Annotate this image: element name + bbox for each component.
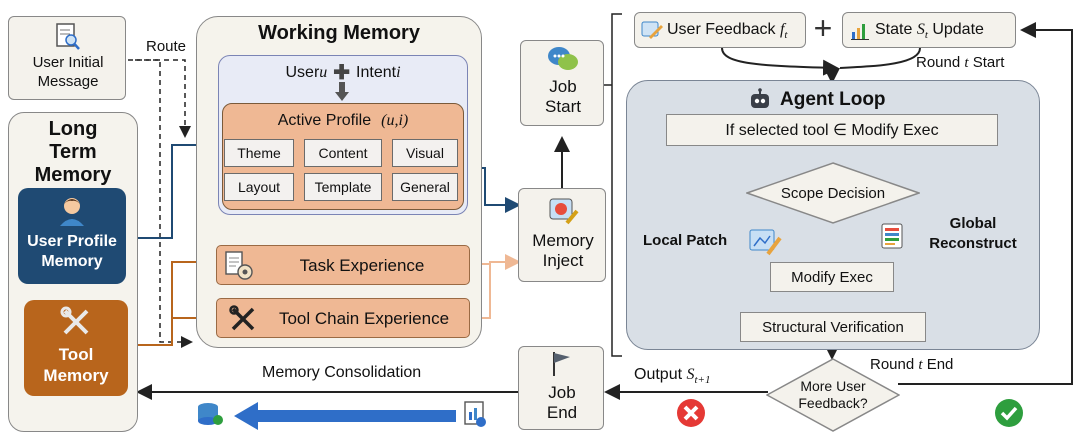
user-initial-message-line1: User Initial bbox=[32, 54, 104, 71]
memory-inject-line2: Inject bbox=[542, 251, 584, 270]
round-start-label: Round t Start bbox=[916, 54, 1005, 71]
tool-chain-experience-label: Tool Chain Experience bbox=[278, 309, 450, 328]
round-end-label: Round t End bbox=[870, 356, 954, 373]
tool-memory-line2: Memory bbox=[43, 366, 109, 385]
user-initial-message-line2: Message bbox=[37, 73, 99, 90]
local-patch-icon bbox=[748, 226, 782, 261]
global-reconstruct-line1: Global bbox=[949, 215, 997, 232]
bar-chart-icon bbox=[851, 22, 869, 45]
long-term-memory-line2: Term bbox=[49, 141, 97, 163]
user-avatar-icon bbox=[56, 194, 88, 231]
plus-sign: + bbox=[813, 9, 833, 46]
user-profile-memory-box: User Profile Memory bbox=[18, 188, 126, 284]
user-intent-line: User u ✚ Intent i bbox=[285, 62, 401, 84]
flag-icon bbox=[551, 351, 573, 382]
more-feedback-line2: Feedback? bbox=[798, 395, 868, 411]
route-label: Route bbox=[146, 38, 187, 55]
profile-cell-template: Template bbox=[304, 173, 382, 201]
job-start-box: Job Start bbox=[520, 40, 604, 126]
profile-cell-layout: Layout bbox=[224, 173, 294, 201]
more-feedback-line1: More User bbox=[800, 378, 866, 394]
memory-inject-box: Memory Inject bbox=[518, 188, 606, 282]
global-reconstruct-icon bbox=[878, 222, 908, 257]
pencil-note-icon bbox=[641, 19, 663, 46]
profile-link bbox=[125, 137, 222, 239]
state-update-text1: State bbox=[875, 21, 917, 38]
down-arrow-icon bbox=[335, 82, 349, 107]
user-feedback-text: User Feedback bbox=[667, 21, 780, 38]
scope-decision-diamond bbox=[746, 162, 920, 224]
memory-inject-line1: Memory bbox=[532, 231, 594, 250]
modify-exec-box: Modify Exec bbox=[770, 262, 894, 292]
profile-cell-visual: Visual bbox=[392, 139, 458, 167]
profile-cell-theme: Theme bbox=[224, 139, 294, 167]
tool-memory-line1: Tool bbox=[58, 345, 94, 364]
green-check-icon bbox=[994, 398, 1024, 433]
agent-loop-title: Agent Loop bbox=[780, 89, 886, 110]
local-patch-label: Local Patch bbox=[643, 232, 728, 249]
loop-back-arrow bbox=[898, 22, 1073, 385]
active-profile-title: Active Profile (u,i) bbox=[277, 112, 409, 129]
plus-icon: ✚ bbox=[333, 62, 351, 84]
long-term-memory-line3: Memory bbox=[34, 164, 112, 186]
job-end-line2: End bbox=[546, 403, 578, 422]
wrench-screwdriver-icon bbox=[229, 305, 257, 338]
global-reconstruct-line2: Reconstruct bbox=[929, 235, 1017, 252]
profile-cell-content: Content bbox=[304, 139, 382, 167]
if-selected-tool-box: If selected tool ∈ Modify Exec bbox=[666, 114, 998, 146]
tool-chain-experience-box: Tool Chain Experience bbox=[216, 298, 470, 338]
robot-icon bbox=[748, 88, 772, 115]
route-arrows bbox=[110, 59, 193, 348]
state-update-box: State St Update bbox=[842, 12, 1016, 48]
profile-cell-general: General bbox=[392, 173, 458, 201]
database-icon bbox=[196, 402, 224, 433]
tool-memory-box: Tool Memory bbox=[24, 300, 128, 396]
loop-bracket bbox=[602, 13, 622, 357]
document-search-icon bbox=[55, 23, 81, 56]
working-memory-title: Working Memory bbox=[258, 22, 420, 44]
chat-bubbles-icon bbox=[547, 45, 579, 78]
job-start-line2: Start bbox=[545, 97, 581, 116]
long-term-memory-line1: Long bbox=[48, 118, 98, 140]
document-chart-icon bbox=[462, 400, 488, 433]
user-initial-message-box: User Initial Message bbox=[8, 16, 126, 100]
output-label: Output St+1 bbox=[634, 366, 711, 387]
structural-verification-box: Structural Verification bbox=[740, 312, 926, 342]
user-profile-memory-line1: User Profile bbox=[27, 233, 117, 250]
red-x-icon bbox=[676, 398, 706, 433]
consolidation-arrow bbox=[234, 402, 456, 430]
user-feedback-box: User Feedback ft bbox=[634, 12, 806, 48]
tools-icon bbox=[60, 306, 92, 343]
task-document-icon bbox=[223, 250, 255, 287]
scope-decision-label: Scope Decision bbox=[780, 184, 886, 202]
job-start-line1: Job bbox=[549, 77, 577, 96]
memory-consolidation-label: Memory Consolidation bbox=[262, 364, 422, 381]
more-feedback-diamond bbox=[766, 358, 900, 432]
task-experience-label: Task Experience bbox=[299, 256, 425, 275]
task-experience-box: Task Experience bbox=[216, 245, 470, 285]
memory-inject-icon bbox=[547, 195, 579, 230]
job-end-box: Job End bbox=[518, 346, 604, 430]
job-end-line1: Job bbox=[548, 383, 576, 402]
user-profile-memory-line2: Memory bbox=[41, 253, 103, 270]
